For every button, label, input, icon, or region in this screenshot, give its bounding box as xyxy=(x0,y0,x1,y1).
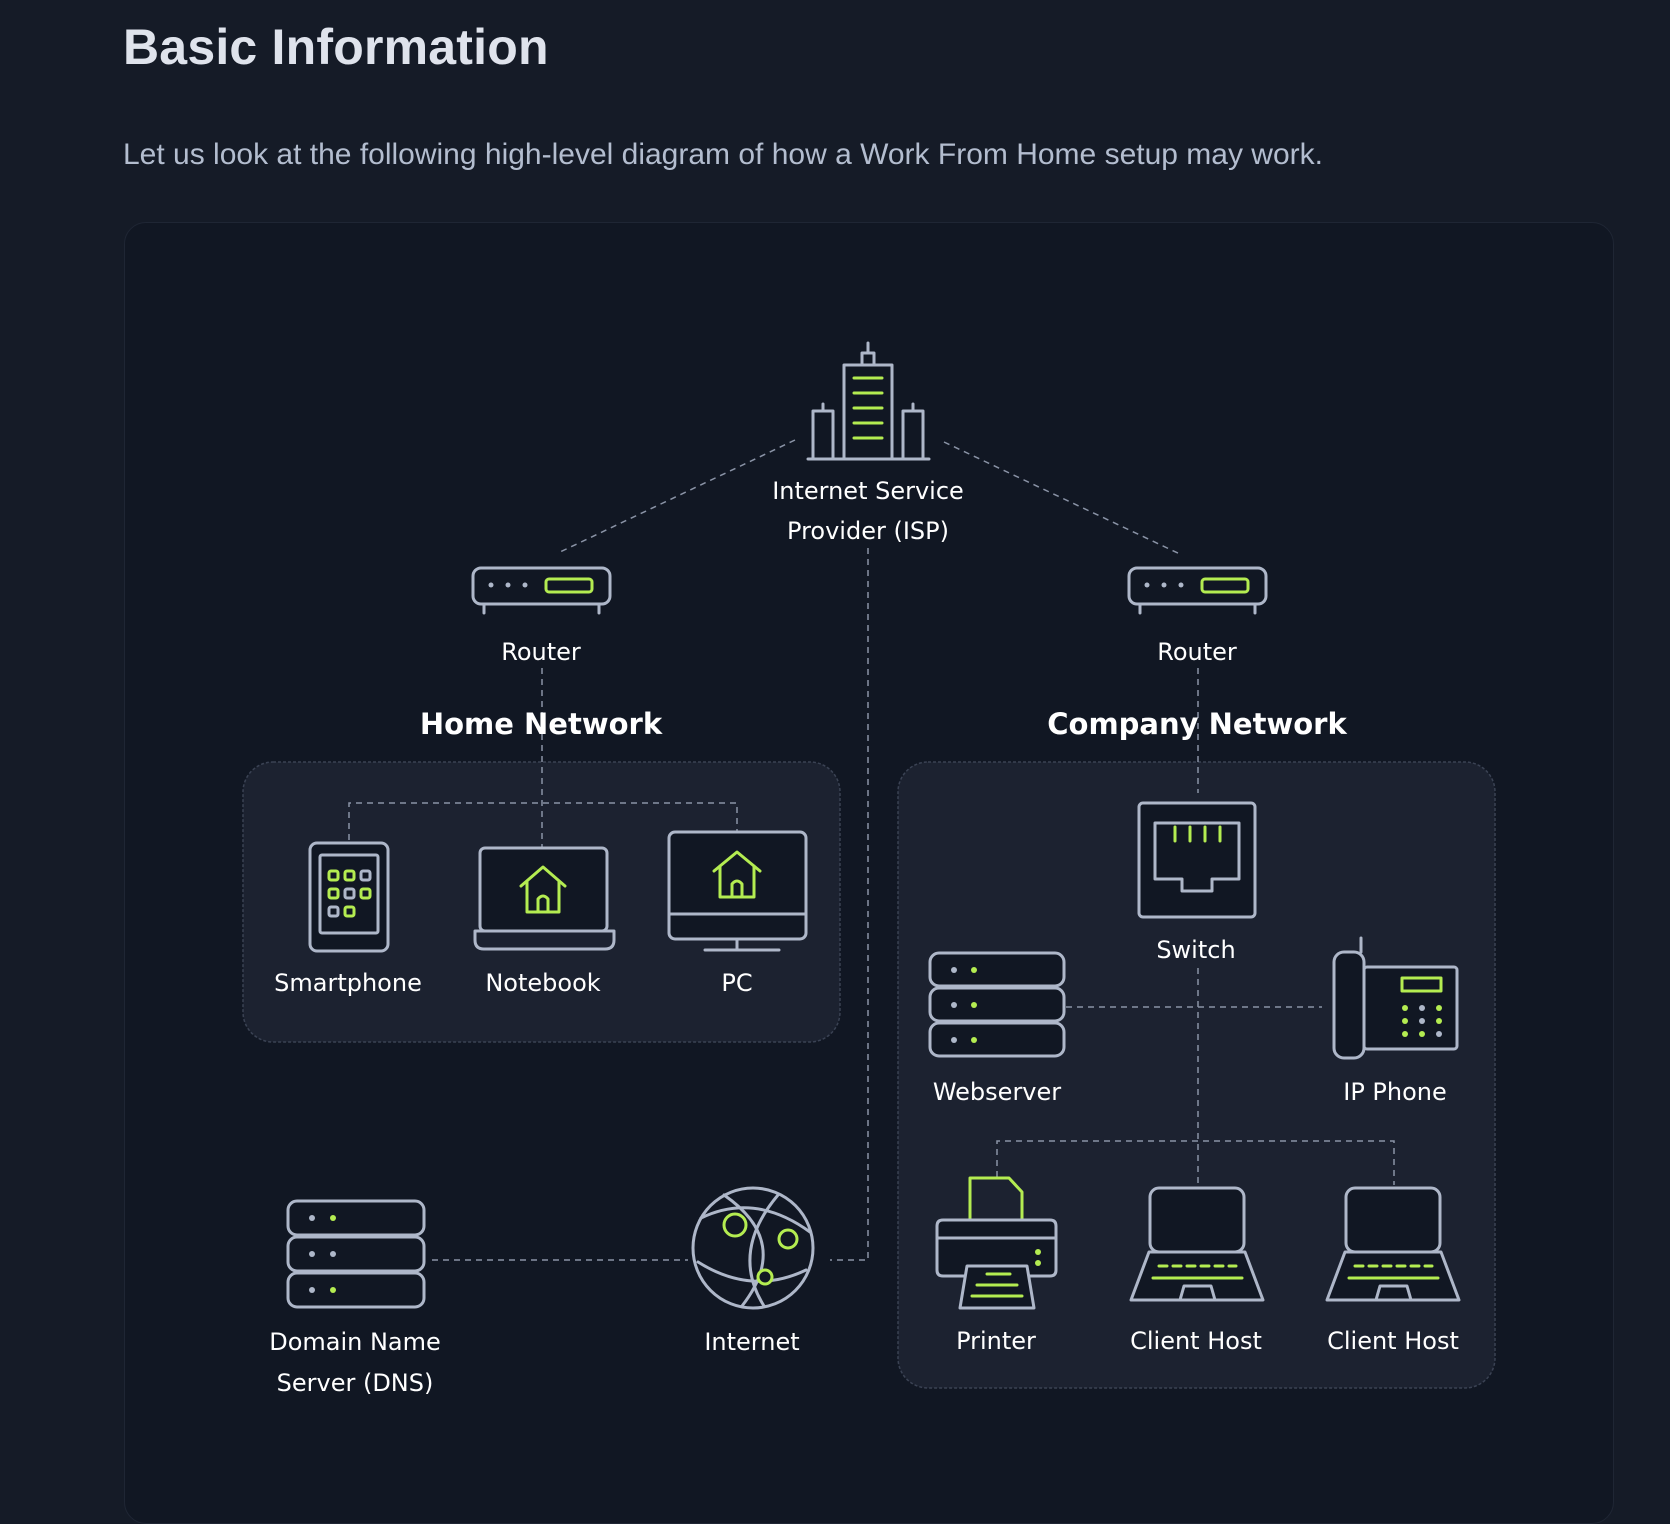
isp-label-line2: Provider (ISP) xyxy=(787,517,949,545)
company-router-label: Router xyxy=(1157,638,1237,666)
smartphone-label: Smartphone xyxy=(274,969,422,997)
laptop-icon xyxy=(1129,1186,1265,1302)
router-icon xyxy=(471,566,612,615)
globe-icon xyxy=(691,1186,815,1310)
isp-label-line1: Internet Service xyxy=(772,477,964,505)
dns-label-line2: Server (DNS) xyxy=(277,1369,434,1397)
client-host-2-label: Client Host xyxy=(1327,1327,1459,1355)
server-icon xyxy=(286,1199,426,1309)
network-switch-icon xyxy=(1137,801,1257,919)
home-router-label: Router xyxy=(501,638,581,666)
connection-lines xyxy=(348,439,1395,1261)
notebook-label: Notebook xyxy=(485,969,600,997)
dns-label-line1: Domain Name xyxy=(269,1328,441,1356)
client-host-1-label: Client Host xyxy=(1130,1327,1262,1355)
router-icon xyxy=(1127,566,1268,615)
printer-icon xyxy=(935,1176,1058,1310)
switch-label: Switch xyxy=(1156,936,1235,964)
pc-label: PC xyxy=(721,969,752,997)
laptop-icon xyxy=(1325,1186,1461,1302)
server-icon xyxy=(928,951,1066,1058)
intro-text: Let us look at the following high-level … xyxy=(123,138,1323,171)
internet-label: Internet xyxy=(704,1328,799,1356)
ip-phone-icon xyxy=(1332,936,1459,1060)
company-network-title: Company Network xyxy=(1047,707,1347,741)
home-network-title: Home Network xyxy=(420,707,663,741)
webserver-label: Webserver xyxy=(933,1078,1061,1106)
laptop-icon xyxy=(473,846,616,951)
desktop-monitor-icon xyxy=(667,830,808,952)
printer-label: Printer xyxy=(956,1327,1036,1355)
page-title: Basic Information xyxy=(123,19,549,75)
ip-phone-label: IP Phone xyxy=(1343,1078,1447,1106)
office-building-icon xyxy=(806,341,931,461)
smartphone-icon xyxy=(308,841,390,953)
